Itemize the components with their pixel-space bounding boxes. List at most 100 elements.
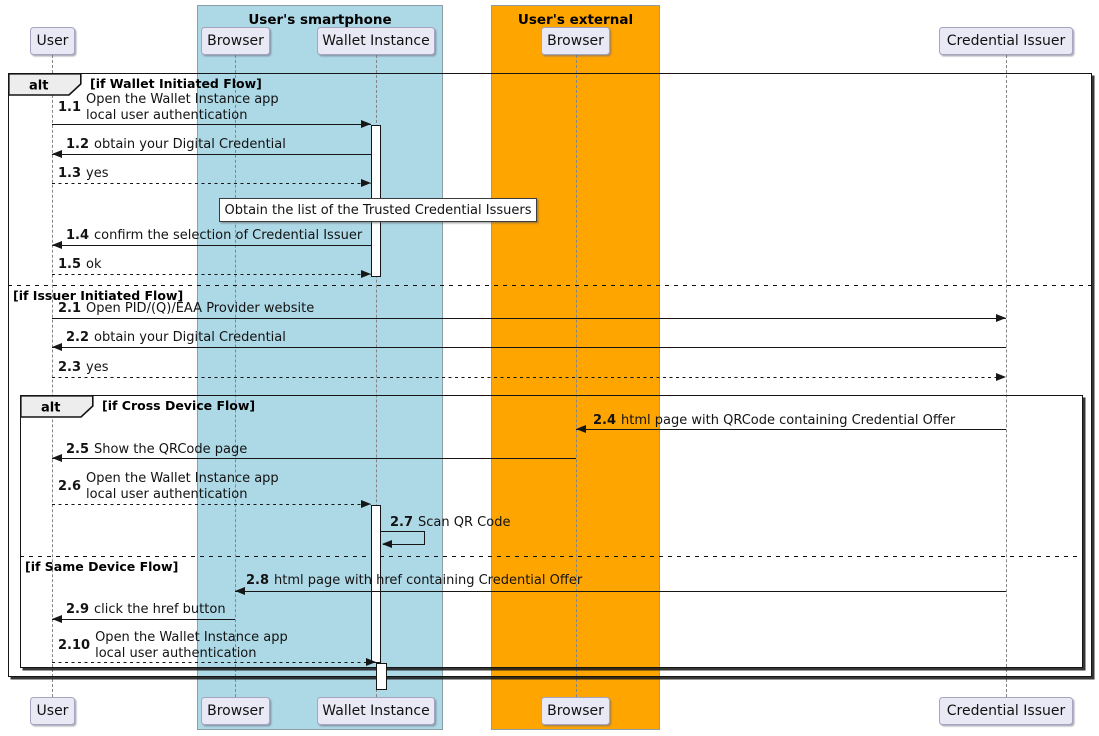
arrowhead bbox=[361, 500, 371, 508]
message-2-9-label: 2.9 click the href button bbox=[66, 602, 226, 617]
else-separator-outer bbox=[8, 285, 1092, 287]
participant-browser-external-top: Browser bbox=[541, 27, 610, 55]
arrowhead bbox=[382, 540, 392, 548]
activation-wallet-instance-3 bbox=[376, 663, 387, 690]
guard-same-device-flow: [if Same Device Flow] bbox=[25, 559, 179, 574]
message-1-3-arrow bbox=[52, 183, 371, 185]
message-number: 2.1 bbox=[58, 301, 82, 316]
message-text: ok bbox=[86, 257, 102, 272]
message-2-7-arrow-back bbox=[383, 544, 425, 546]
message-text: yes bbox=[86, 360, 109, 375]
participant-browser-smartphone-top: Browser bbox=[201, 27, 270, 55]
message-2-3-label: 2.3 yes bbox=[58, 360, 109, 375]
arrowhead bbox=[52, 343, 62, 351]
message-2-6-label: 2.6 Open the Wallet Instance app local u… bbox=[58, 471, 279, 502]
alt-frame-inner bbox=[20, 395, 1083, 668]
message-1-2-arrow bbox=[52, 154, 371, 156]
message-text: Open the Wallet Instance app bbox=[95, 630, 288, 645]
participant-credential-issuer-top: Credential Issuer bbox=[939, 27, 1073, 55]
message-1-4-arrow bbox=[52, 245, 371, 247]
message-2-7-arrow-down bbox=[424, 531, 426, 545]
message-2-5-label: 2.5 Show the QRCode page bbox=[66, 442, 247, 457]
message-text: Show the QRCode page bbox=[94, 442, 248, 457]
message-1-1-arrow bbox=[52, 124, 371, 126]
message-text: click the href button bbox=[94, 602, 226, 617]
message-number: 1.1 bbox=[58, 100, 82, 115]
guard-cross-device-flow: [if Cross Device Flow] bbox=[102, 398, 256, 413]
message-number: 2.9 bbox=[66, 602, 90, 617]
message-2-4-arrow bbox=[576, 429, 1006, 431]
message-number: 1.4 bbox=[66, 228, 90, 243]
message-text: html page with href containing Credentia… bbox=[274, 573, 583, 588]
message-number: 1.3 bbox=[58, 166, 82, 181]
message-text: Scan QR Code bbox=[418, 515, 511, 530]
message-text: confirm the selection of Credential Issu… bbox=[94, 228, 363, 243]
alt-keyword-outer: alt bbox=[29, 79, 48, 94]
message-text: obtain your Digital Credential bbox=[94, 137, 286, 152]
alt-keyword-badge-outer: alt bbox=[8, 73, 82, 96]
message-2-10-arrow bbox=[52, 662, 376, 664]
message-number: 2.4 bbox=[593, 413, 617, 428]
note-text: Obtain the list of the Trusted Credentia… bbox=[224, 202, 532, 218]
participant-user-bottom: User bbox=[30, 697, 75, 725]
activation-wallet-instance-2 bbox=[371, 505, 381, 663]
participant-browser-external-bottom: Browser bbox=[541, 697, 610, 725]
message-text: local user authentication bbox=[95, 645, 257, 661]
message-text: html page with QRCode containing Credent… bbox=[621, 413, 956, 428]
arrowhead bbox=[576, 425, 586, 433]
guard-wallet-initiated-flow: [if Wallet Initiated Flow] bbox=[90, 76, 262, 91]
message-2-9-arrow bbox=[52, 619, 235, 621]
message-text: Open the Wallet Instance app bbox=[86, 92, 279, 107]
lifeline-wallet-instance bbox=[376, 55, 377, 697]
lane-smartphone: User's smartphone bbox=[197, 5, 443, 730]
arrowhead bbox=[996, 373, 1006, 381]
message-number: 2.10 bbox=[58, 638, 91, 653]
message-2-4-label: 2.4 html page with QRCode containing Cre… bbox=[593, 413, 955, 428]
arrowhead bbox=[361, 179, 371, 187]
arrowhead bbox=[52, 454, 62, 462]
message-2-1-arrow bbox=[52, 318, 1006, 320]
message-2-2-arrow bbox=[52, 347, 1006, 349]
message-2-10-label: 2.10 Open the Wallet Instance app local … bbox=[58, 630, 288, 661]
note-trusted-issuers: Obtain the list of the Trusted Credentia… bbox=[219, 198, 537, 222]
arrowhead bbox=[52, 615, 62, 623]
message-text: local user authentication bbox=[86, 486, 248, 502]
participant-label: Credential Issuer bbox=[946, 33, 1066, 49]
participant-label: User bbox=[36, 33, 69, 49]
participant-wallet-instance-bottom: Wallet Instance bbox=[317, 697, 435, 725]
message-1-4-label: 1.4 confirm the selection of Credential … bbox=[66, 228, 362, 243]
message-2-3-arrow bbox=[52, 377, 1006, 379]
message-text: yes bbox=[86, 166, 109, 181]
message-1-1-label: 1.1 Open the Wallet Instance app local u… bbox=[58, 92, 279, 123]
message-2-1-label: 2.1 Open PID/(Q)/EAA Provider website bbox=[58, 301, 314, 316]
message-2-5-arrow bbox=[52, 458, 576, 460]
participant-label: User bbox=[36, 703, 69, 719]
message-number: 2.2 bbox=[66, 330, 90, 345]
message-1-5-label: 1.5 ok bbox=[58, 257, 102, 272]
lifeline-user bbox=[52, 55, 53, 697]
participant-label: Browser bbox=[207, 33, 264, 49]
lifeline-browser-external bbox=[576, 55, 577, 697]
arrowhead bbox=[361, 120, 371, 128]
participant-wallet-instance-top: Wallet Instance bbox=[317, 27, 435, 55]
message-2-8-label: 2.8 html page with href containing Crede… bbox=[246, 573, 582, 588]
arrowhead bbox=[235, 587, 245, 595]
lifeline-browser-smartphone bbox=[235, 55, 236, 697]
message-2-2-label: 2.2 obtain your Digital Credential bbox=[66, 330, 286, 345]
message-number: 2.7 bbox=[390, 515, 414, 530]
message-text: Open the Wallet Instance app bbox=[86, 471, 279, 486]
alt-frame-outer bbox=[8, 73, 1092, 677]
participant-user-top: User bbox=[30, 27, 75, 55]
message-1-2-label: 1.2 obtain your Digital Credential bbox=[66, 137, 286, 152]
participant-label: Wallet Instance bbox=[322, 703, 430, 719]
message-number: 2.5 bbox=[66, 442, 90, 457]
message-text: local user authentication bbox=[86, 107, 248, 123]
message-text: Open PID/(Q)/EAA Provider website bbox=[86, 301, 315, 316]
message-number: 2.6 bbox=[58, 479, 82, 494]
participant-label: Wallet Instance bbox=[322, 33, 430, 49]
arrowhead bbox=[996, 314, 1006, 322]
else-separator-inner bbox=[20, 556, 1083, 558]
participant-label: Credential Issuer bbox=[946, 703, 1066, 719]
lifeline-credential-issuer bbox=[1006, 55, 1007, 697]
alt-keyword-inner: alt bbox=[41, 401, 60, 416]
